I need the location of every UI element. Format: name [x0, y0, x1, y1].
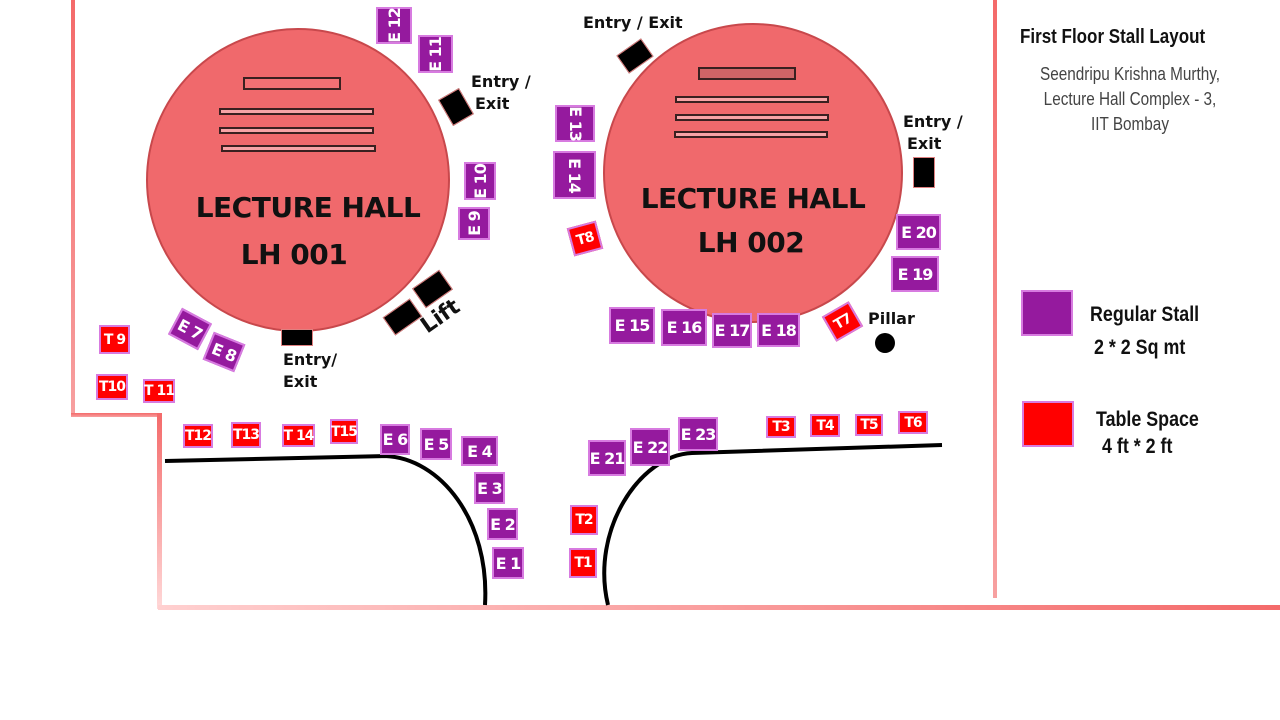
pillar-label: Pillar — [868, 309, 915, 328]
table-space[interactable]: T2 — [570, 505, 598, 535]
legend-table-size: 4 ft * 2 ft — [1102, 435, 1173, 458]
stage-bar — [243, 77, 341, 90]
entry-label: Entry / — [903, 112, 963, 131]
entry-exit-door — [281, 329, 313, 346]
table-space[interactable]: T13 — [231, 422, 261, 448]
hall-code: LH 002 — [697, 226, 805, 259]
seating-row — [219, 127, 374, 134]
regular-stall[interactable]: E 4 — [461, 436, 498, 466]
stall-label: E 9 — [464, 211, 484, 236]
wall-right — [993, 0, 997, 598]
legend-swatch-regular-stall — [1021, 290, 1073, 336]
seating-row — [674, 131, 828, 138]
regular-stall[interactable]: E 23 — [678, 417, 718, 451]
regular-stall[interactable]: E 18 — [757, 313, 800, 347]
corridor-right-edge — [602, 443, 943, 606]
wall-left-upper — [71, 0, 75, 416]
table-space[interactable]: T3 — [766, 416, 796, 438]
regular-stall[interactable]: E 10 — [464, 162, 496, 200]
stall-label: E 11 — [426, 36, 446, 72]
seating-row — [675, 96, 829, 103]
regular-stall[interactable]: E 3 — [474, 472, 505, 504]
hall-title: LECTURE HALL — [195, 191, 421, 224]
regular-stall[interactable]: E 13 — [555, 105, 595, 142]
seating-row — [221, 145, 376, 152]
table-space[interactable]: T15 — [330, 419, 358, 444]
regular-stall[interactable]: E 6 — [380, 424, 410, 455]
regular-stall[interactable]: E 12 — [376, 7, 412, 44]
lecture-hall-lh001 — [146, 28, 450, 332]
stall-label: E 12 — [384, 8, 404, 43]
corridor-left-edge — [164, 453, 488, 606]
stall-label: E 14 — [564, 157, 584, 193]
entry-exit-door — [913, 157, 935, 188]
hall-code: LH 001 — [240, 238, 348, 271]
stall-label: E 10 — [470, 163, 490, 199]
venue-line: Lecture Hall Complex - 3, — [1043, 89, 1217, 109]
venue-address: Seendripu Krishna Murthy, Lecture Hall C… — [1020, 62, 1241, 137]
exit-label: Exit — [283, 372, 318, 391]
legend-swatch-table-space — [1022, 401, 1074, 447]
regular-stall[interactable]: E 15 — [609, 307, 655, 344]
regular-stall[interactable]: E 11 — [418, 35, 453, 73]
seating-row — [675, 114, 829, 121]
table-space[interactable]: T1 — [569, 548, 597, 578]
regular-stall[interactable]: E 16 — [661, 309, 707, 346]
regular-stall[interactable]: E 22 — [630, 428, 670, 466]
seating-row — [219, 108, 374, 115]
table-space[interactable]: T6 — [898, 411, 928, 434]
exit-label: Exit — [475, 94, 510, 113]
legend-regular-label: Regular Stall — [1090, 303, 1200, 326]
regular-stall[interactable]: E 17 — [712, 313, 752, 348]
exit-label: Exit — [907, 134, 942, 153]
regular-stall[interactable]: E 2 — [487, 508, 518, 540]
regular-stall[interactable]: E 9 — [458, 207, 490, 240]
legend-title: First Floor Stall Layout — [1020, 26, 1206, 48]
entry-exit-label: Entry / Exit — [583, 13, 683, 32]
table-space[interactable]: T5 — [855, 414, 883, 436]
regular-stall[interactable]: E 14 — [553, 151, 596, 199]
table-space[interactable]: T 9 — [99, 325, 130, 354]
table-space[interactable]: T 11 — [143, 379, 175, 403]
table-space[interactable]: T4 — [810, 414, 840, 437]
wall-left-lower — [157, 413, 162, 609]
table-space[interactable]: T10 — [96, 374, 128, 400]
regular-stall[interactable]: E 21 — [588, 440, 626, 476]
wall-bottom — [158, 605, 1280, 610]
wall-step — [71, 413, 161, 417]
regular-stall[interactable]: E 1 — [492, 547, 524, 579]
table-space[interactable]: T12 — [183, 424, 213, 448]
table-space[interactable]: T 14 — [282, 424, 315, 447]
stall-label: E 13 — [565, 106, 585, 141]
regular-stall[interactable]: E 19 — [891, 256, 939, 292]
hall-title: LECTURE HALL — [640, 182, 866, 215]
legend-regular-size: 2 * 2 Sq mt — [1094, 336, 1186, 359]
regular-stall[interactable]: E 5 — [420, 428, 452, 460]
stage-bar — [698, 67, 796, 80]
entry-label: Entry / — [471, 72, 531, 91]
venue-line: IIT Bombay — [1091, 114, 1169, 134]
venue-line: Seendripu Krishna Murthy, — [1039, 64, 1221, 84]
legend-table-label: Table Space — [1096, 408, 1199, 431]
entry-label: Entry/ — [283, 350, 338, 369]
regular-stall[interactable]: E 20 — [896, 214, 941, 250]
pillar — [875, 333, 895, 353]
